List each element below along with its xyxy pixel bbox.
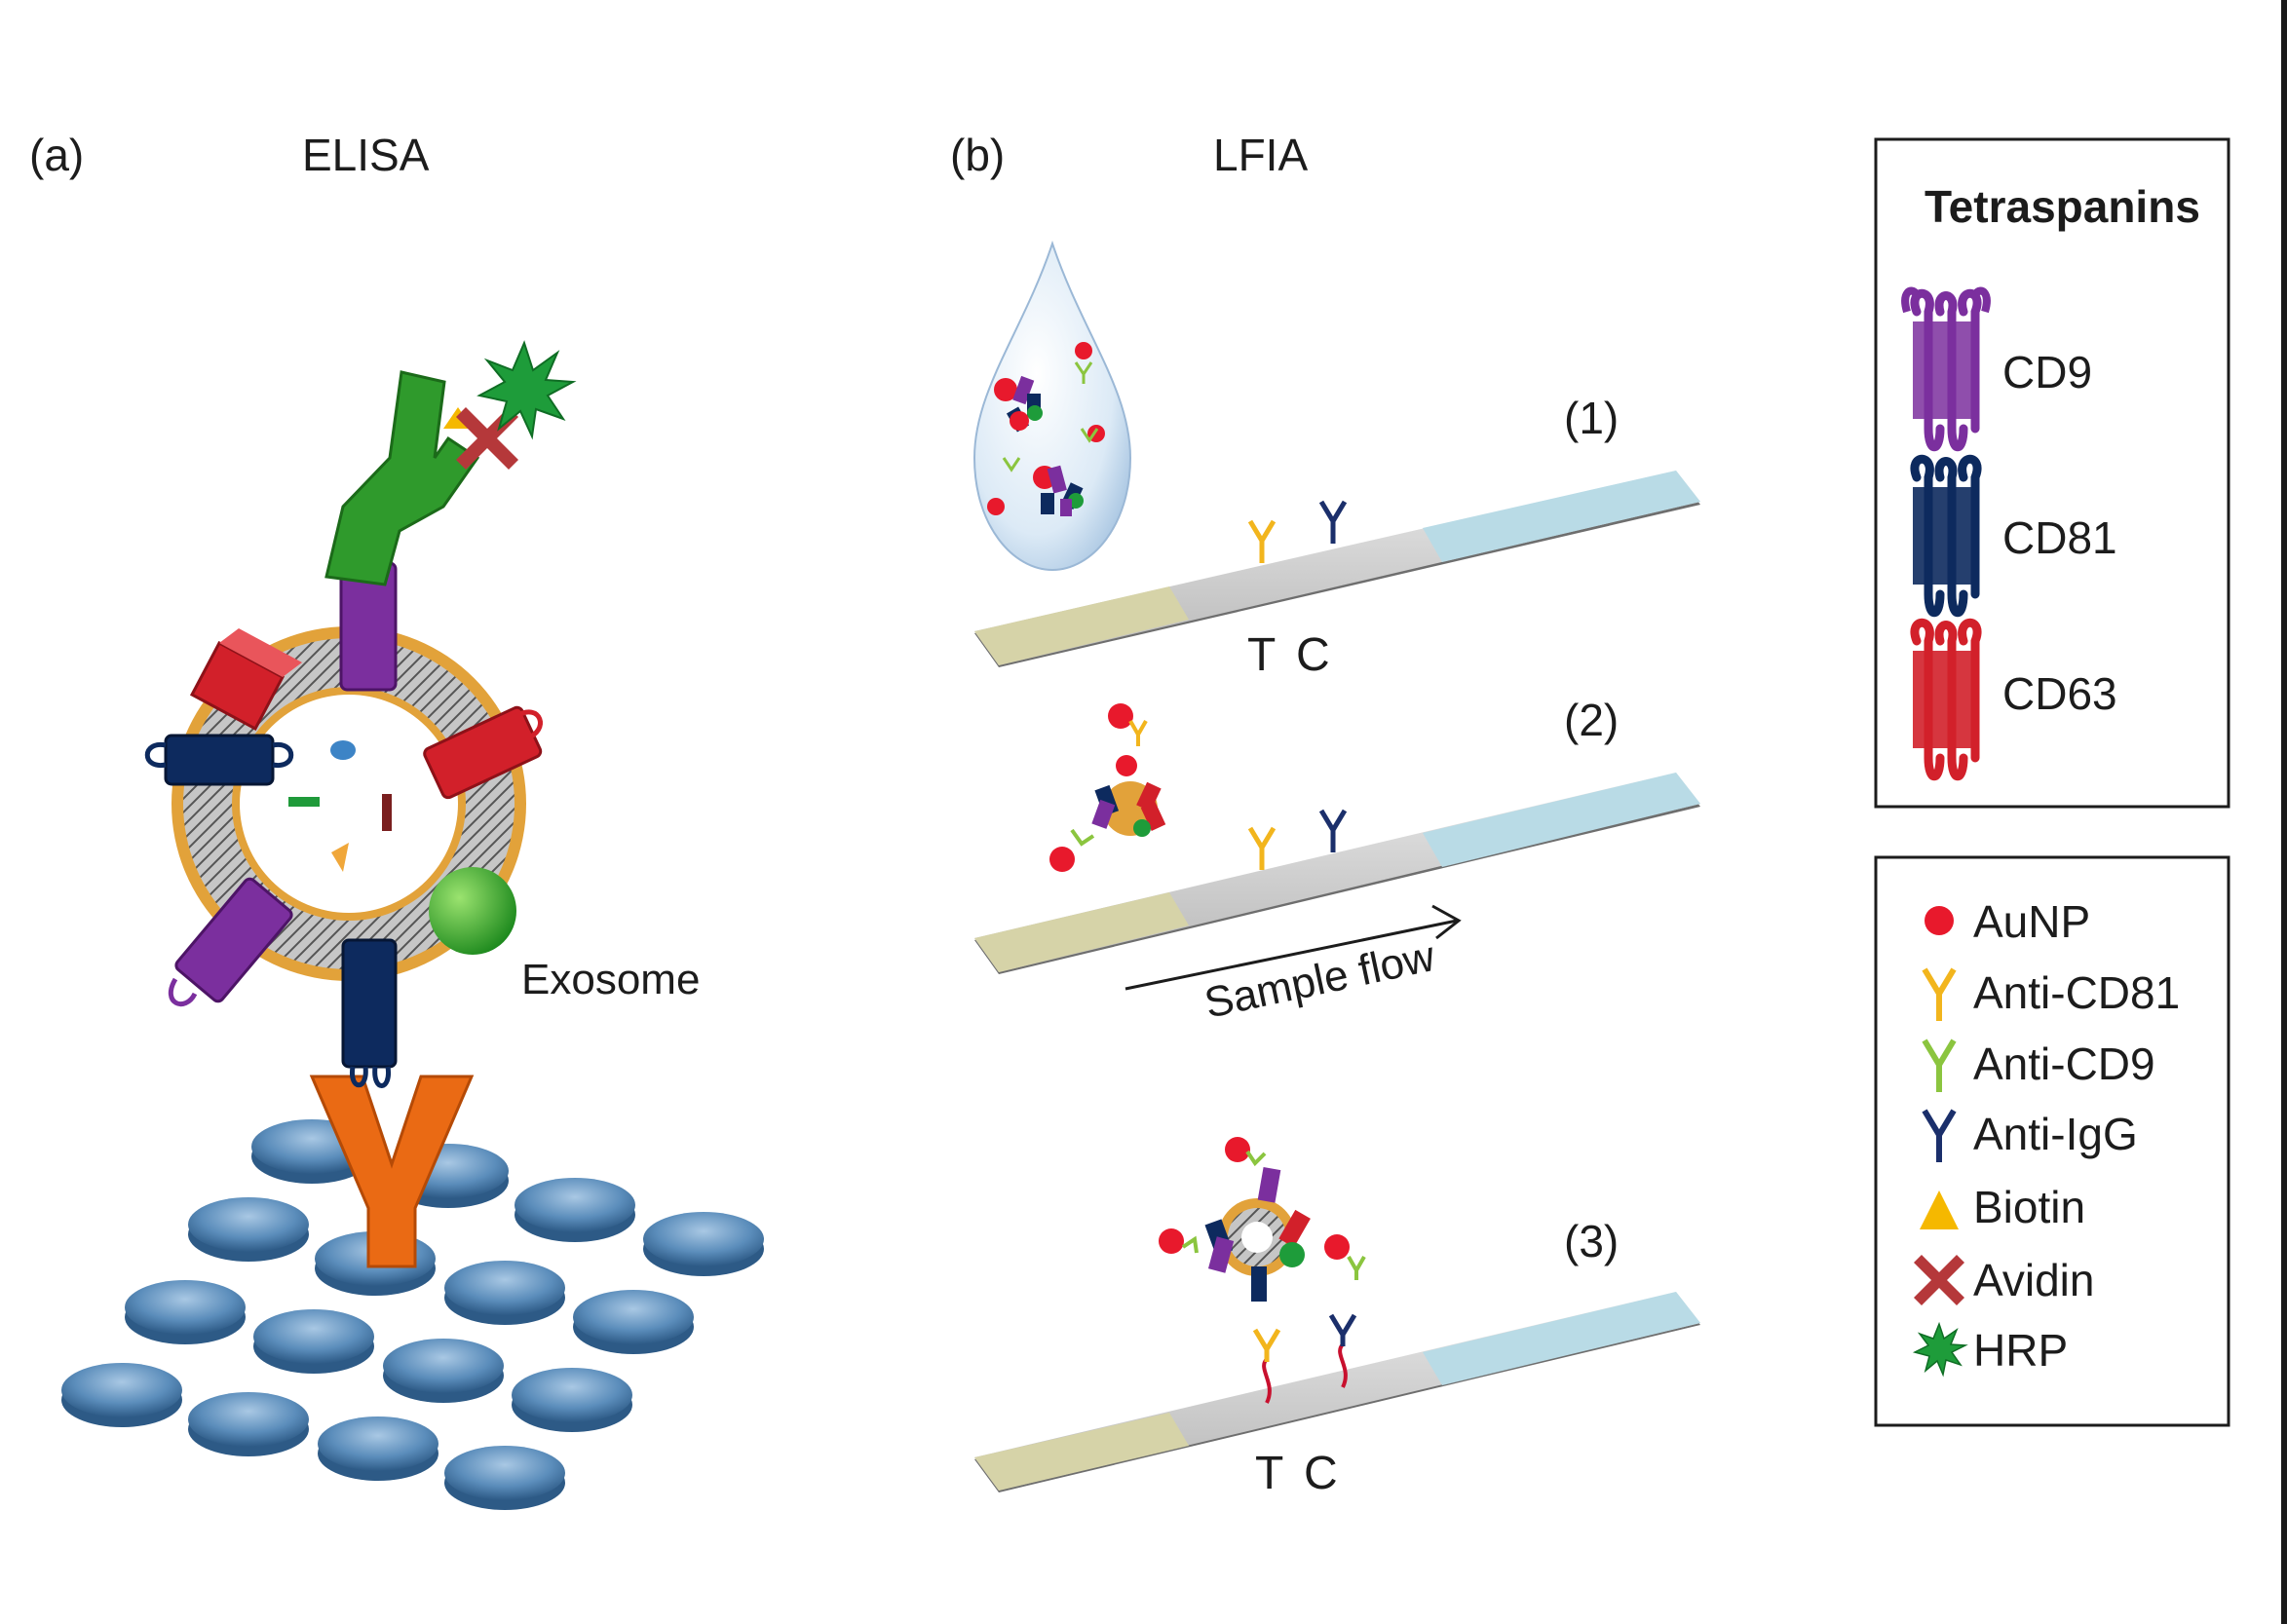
biotin-legend-icon	[1920, 1190, 1959, 1229]
panel-b: (b) LFIA (1) T C	[950, 130, 1700, 1499]
lfia-strip-2: (2)	[974, 695, 1700, 1028]
right-edge-border	[2281, 0, 2287, 1624]
cd81-protein-bottom	[341, 938, 398, 1088]
plate-well	[318, 1416, 438, 1481]
plate-well	[125, 1280, 246, 1344]
plate-well	[188, 1197, 309, 1262]
exosome-cluster	[1033, 465, 1084, 516]
plate-well	[61, 1363, 182, 1427]
sample-pad	[974, 1413, 1189, 1491]
control-line-label-3: C	[1304, 1448, 1338, 1499]
legend-reagents-box	[1874, 855, 2230, 1427]
anti-cd9-legend-icon	[1922, 1039, 1957, 1092]
control-line-antibody	[1318, 500, 1348, 544]
aunp-dot	[1075, 342, 1092, 359]
sample-pad	[974, 892, 1189, 972]
panel-a-label: (a)	[29, 130, 84, 180]
legend-cd9-label: CD9	[2002, 347, 2092, 397]
anti-cd81-legend-icon	[1922, 967, 1957, 1021]
test-line-antibody	[1247, 519, 1277, 563]
plate-well	[444, 1446, 565, 1510]
cargo-triangle	[331, 843, 349, 872]
test-line-label-1: T	[1247, 629, 1276, 681]
bound-exosome-complex	[1159, 1137, 1311, 1302]
exosome-cluster	[994, 375, 1043, 433]
step-label-3: (3)	[1564, 1216, 1619, 1266]
cd9-protein-bottom	[168, 877, 293, 1007]
legend-hrp-label: HRP	[1973, 1325, 2068, 1376]
cargo-dot	[330, 740, 356, 760]
aunp-dot	[987, 498, 1005, 515]
legend-anti-cd81-label: Anti-CD81	[1973, 967, 2180, 1018]
legend-tetraspanins: Tetraspanins CD9 CD81 CD63	[1874, 137, 2230, 809]
legend-aunp-label: AuNP	[1973, 896, 2090, 947]
detection-antibody	[324, 340, 577, 586]
absorbent-pad	[1423, 471, 1700, 562]
legend-avidin-label: Avidin	[1973, 1255, 2094, 1305]
test-line-capture	[1252, 1328, 1281, 1404]
tetraspanin-cd63-icon	[1910, 618, 1982, 781]
plate-well	[383, 1339, 504, 1403]
plate-well	[253, 1309, 374, 1374]
control-line-label-1: C	[1296, 629, 1330, 681]
panel-b-label: (b)	[950, 130, 1005, 180]
tetraspanin-cd9-icon	[1901, 286, 1991, 452]
cargo-bar	[382, 794, 392, 831]
green-protein	[429, 867, 516, 955]
hrp-icon	[476, 340, 577, 440]
sample-flow-arrow	[1124, 904, 1462, 991]
panel-a-title: ELISA	[302, 130, 430, 180]
legend-tetraspanins-title: Tetraspanins	[1925, 181, 2200, 232]
panel-b-title: LFIA	[1213, 130, 1308, 180]
plate-well	[573, 1290, 694, 1354]
control-line-antibody	[1318, 809, 1348, 852]
aunp-dot	[1324, 1234, 1350, 1260]
absorbent-pad	[1423, 773, 1700, 867]
aunp-legend-icon	[1925, 906, 1954, 935]
test-line-antibody	[1247, 826, 1277, 870]
cd63-protein-right	[423, 705, 543, 800]
legend-biotin-label: Biotin	[1973, 1182, 2085, 1232]
aunp-dot	[1049, 847, 1075, 872]
legend-anti-cd9-label: Anti-CD9	[1973, 1039, 2155, 1089]
plate-wells	[61, 1119, 764, 1510]
sample-flow-label: Sample flow	[1201, 932, 1439, 1028]
test-line-label-3: T	[1255, 1448, 1283, 1499]
sample-droplet	[972, 240, 1132, 572]
exosome-label: Exosome	[521, 956, 700, 1003]
legend-reagents: AuNP Anti-CD81 Anti-CD9 Anti-IgG Biotin …	[1874, 855, 2230, 1427]
step-label-2: (2)	[1564, 695, 1619, 745]
panel-a: (a) ELISA	[29, 130, 764, 1510]
legend-cd81-label: CD81	[2002, 512, 2117, 563]
plate-well	[444, 1261, 565, 1325]
cd63-slab	[189, 628, 302, 732]
lfia-strip-1: (1) T C	[972, 240, 1700, 681]
legend-anti-igg-label: Anti-IgG	[1973, 1109, 2138, 1159]
step-label-1: (1)	[1564, 393, 1619, 443]
aunp-dot	[1108, 703, 1133, 729]
absorbent-pad	[1423, 1292, 1700, 1385]
plate-well	[643, 1212, 764, 1276]
capture-antibody	[309, 1075, 475, 1268]
hrp-legend-icon	[1912, 1321, 1968, 1378]
lfia-strip-3: (3)	[974, 1137, 1700, 1499]
plate-well	[512, 1368, 632, 1432]
exosome-complex	[1091, 755, 1166, 837]
plate-well	[188, 1392, 309, 1456]
legend-cd63-label: CD63	[2002, 668, 2117, 719]
cargo-dash	[288, 797, 320, 807]
anti-igg-legend-icon	[1922, 1109, 1957, 1162]
sample-pad	[974, 586, 1189, 665]
cd81-protein-left	[144, 734, 294, 786]
control-line-capture	[1328, 1313, 1357, 1388]
tetraspanin-cd81-icon	[1910, 454, 1982, 618]
avidin-legend-icon	[1914, 1255, 1964, 1305]
plate-well	[515, 1178, 635, 1242]
